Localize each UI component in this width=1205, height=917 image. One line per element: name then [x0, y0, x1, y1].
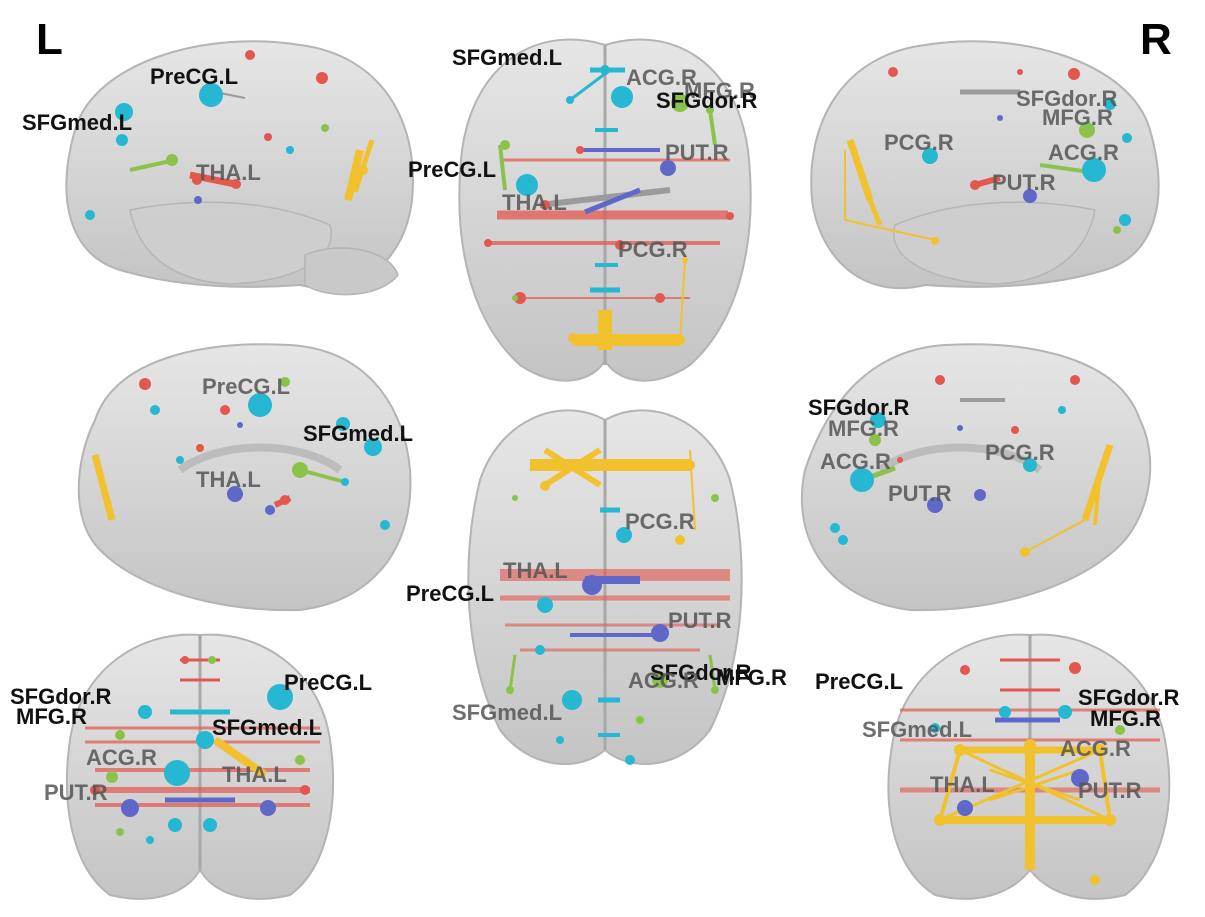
view-medial-left: PreCG.L SFGmed.L THA.L [79, 344, 413, 610]
node-label: SFGmed.L [22, 110, 132, 135]
node-label: THA.L [196, 467, 261, 492]
node-label: THA.L [502, 190, 567, 215]
node-label: ACG.R [1060, 736, 1131, 761]
node-label: PUT.R [668, 608, 732, 633]
node-label: ACG.R [1048, 140, 1119, 165]
node-label: ACG.R [86, 745, 157, 770]
node-label: PUT.R [665, 140, 729, 165]
node-label: SFGmed.L [862, 717, 972, 742]
node-label: PreCG.L [284, 670, 372, 695]
node-label: PreCG.L [408, 157, 496, 182]
view-posterior: PreCG.L SFGdor.R MFG.R SFGmed.L ACG.R TH… [815, 635, 1180, 899]
node-label: MFG.R [716, 665, 787, 690]
node-label: PUT.R [1078, 778, 1142, 803]
view-medial-right: SFGdor.R MFG.R PCG.R ACG.R PUT.R [802, 344, 1150, 610]
node-label: PCG.R [625, 509, 695, 534]
node-label: PreCG.L [406, 581, 494, 606]
node-label: PreCG.L [150, 64, 238, 89]
node-label: ACG.R [820, 449, 891, 474]
node-label: PreCG.L [815, 669, 903, 694]
node-label: PUT.R [44, 780, 108, 805]
node-label: MFG.R [1090, 706, 1161, 731]
node-label: SFGmed.L [212, 715, 322, 740]
node-label: SFGmed.L [303, 421, 413, 446]
node-label: THA.L [222, 762, 287, 787]
node-label: SFGmed.L [452, 45, 562, 70]
hemisphere-right-label: R [1140, 15, 1172, 64]
node-label: PCG.R [618, 237, 688, 262]
node-label: MFG.R [1042, 105, 1113, 130]
node-label: SFGdor.R [656, 88, 758, 113]
node-label: PUT.R [888, 481, 952, 506]
view-lateral-right: SFGdor.R MFG.R PCG.R ACG.R PUT.R [811, 41, 1158, 288]
view-lateral-left: SFGmed.L PreCG.L THA.L [22, 41, 413, 294]
view-anterior: SFGdor.R PreCG.L MFG.R SFGmed.L ACG.R PU… [10, 635, 372, 899]
node-label: THA.L [196, 160, 261, 185]
node-label: MFG.R [16, 704, 87, 729]
node-label: THA.L [930, 772, 995, 797]
node-label: PreCG.L [202, 374, 290, 399]
view-dorsal: SFGmed.L ACG.R MFG.R SFGdor.R PUT.R PreC… [408, 40, 758, 381]
node-label: SFGmed.L [452, 700, 562, 725]
node-label: ACG.R [628, 668, 699, 693]
node-label: PCG.R [985, 440, 1055, 465]
node-label: PUT.R [992, 170, 1056, 195]
view-ventral: PCG.R THA.L PreCG.L PUT.R SFGdor.R MFG.R… [406, 410, 787, 765]
node-label: THA.L [503, 558, 568, 583]
node-label: PCG.R [884, 130, 954, 155]
node-label: MFG.R [828, 416, 899, 441]
hemisphere-left-label: L [36, 15, 63, 64]
